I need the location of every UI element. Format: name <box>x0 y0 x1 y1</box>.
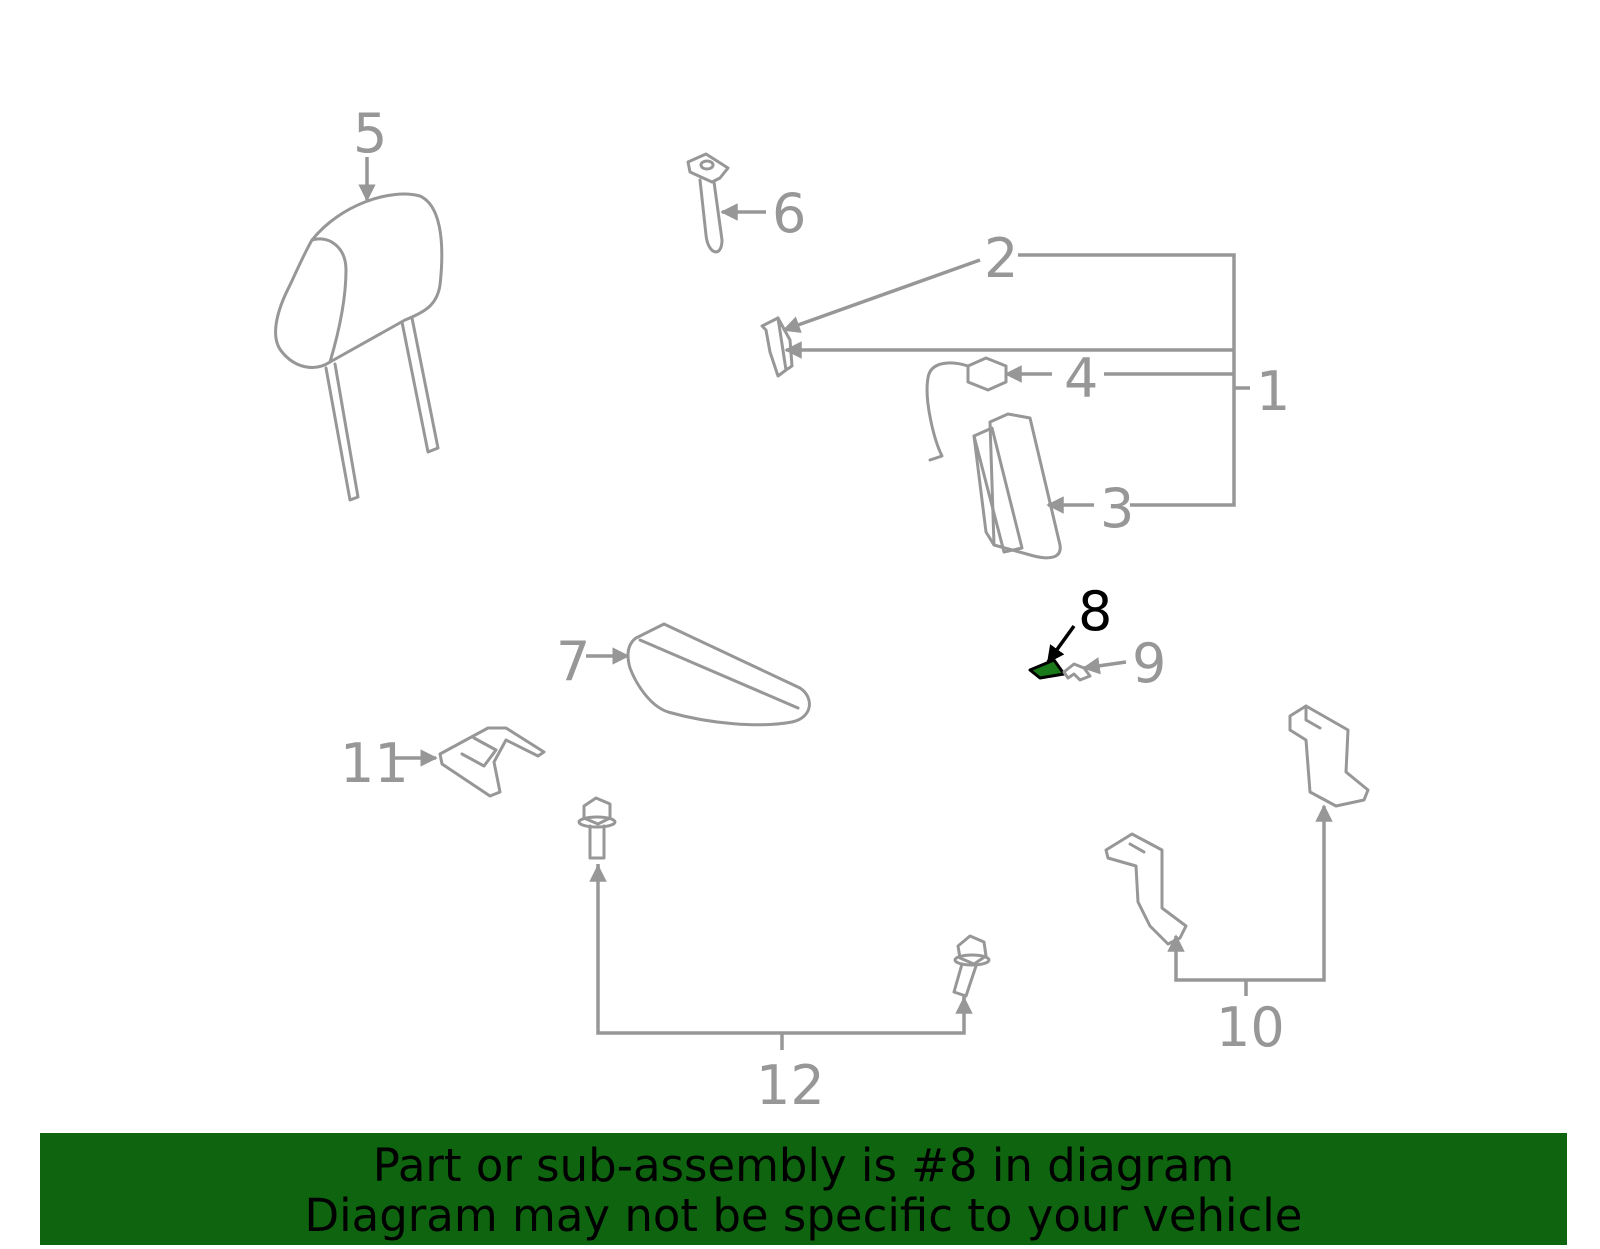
callout-8[interactable]: 8 <box>1046 580 1112 664</box>
headrest-part <box>274 192 444 502</box>
callout-5-label: 5 <box>353 102 387 165</box>
bracket-part-11 <box>438 726 546 798</box>
bracket-part-10b <box>1288 704 1370 808</box>
headrest-guide-part <box>686 152 730 254</box>
callout-10: 10 <box>1167 804 1333 1059</box>
callout-6: 6 <box>720 182 806 245</box>
callout-7-label: 7 <box>556 630 590 693</box>
connector-part-4 <box>925 356 1008 462</box>
callout-2: 2 <box>782 227 1018 333</box>
callout-1-label: 1 <box>1256 360 1290 423</box>
callout-5: 5 <box>353 102 387 202</box>
callout-1: 1 <box>784 253 1290 507</box>
info-banner: Part or sub-assembly is #8 in diagram Di… <box>40 1133 1567 1245</box>
callout-12-label: 12 <box>756 1054 825 1117</box>
armrest-part-7 <box>626 622 811 727</box>
callout-3-label: 3 <box>1100 477 1134 540</box>
bracket-part-10a <box>1104 832 1188 946</box>
callout-11: 11 <box>340 732 438 795</box>
callout-9-label: 9 <box>1132 632 1166 695</box>
airbag-module-part-3 <box>972 412 1062 560</box>
callout-12: 12 <box>589 864 973 1117</box>
banner-line-2: Diagram may not be specific to your vehi… <box>304 1189 1303 1242</box>
callout-4-label: 4 <box>1064 347 1098 410</box>
callout-4: 4 <box>1004 347 1234 410</box>
callout-10-label: 10 <box>1216 996 1285 1059</box>
callout-8-label: 8 <box>1078 580 1112 643</box>
highlighted-part-8 <box>1028 658 1066 680</box>
banner-line-1: Part or sub-assembly is #8 in diagram <box>372 1139 1235 1192</box>
callout-7: 7 <box>556 630 630 693</box>
callout-11-label: 11 <box>340 732 409 795</box>
bolt-part-12b <box>952 934 991 998</box>
callout-2-label: 2 <box>984 227 1018 290</box>
callout-6-label: 6 <box>772 182 806 245</box>
callout-3: 3 <box>1046 477 1134 540</box>
clip-part-9 <box>1062 662 1092 682</box>
bolt-part-12a <box>577 796 617 860</box>
clip-part-2 <box>760 316 794 378</box>
callout-9: 9 <box>1082 632 1166 695</box>
